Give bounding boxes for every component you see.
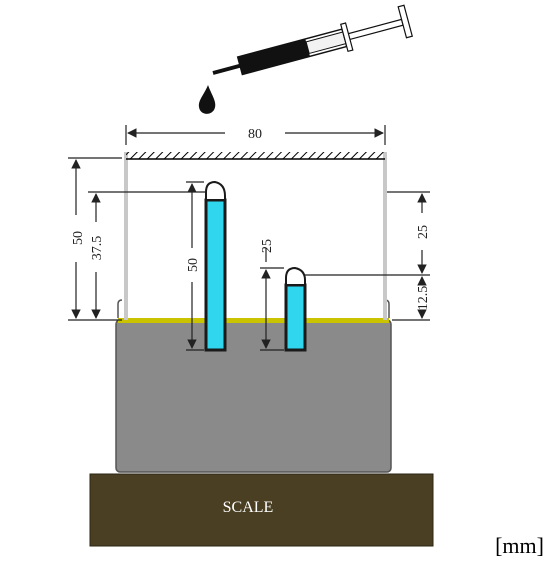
short-tube-height-label: 25	[260, 239, 275, 253]
upper-gap-label: 25	[416, 225, 431, 239]
liquid-bath	[115, 319, 392, 473]
container-rim-left	[117, 299, 123, 318]
scale-label: SCALE	[223, 499, 274, 516]
syringe-icon	[212, 4, 413, 76]
liquid-surface	[118, 318, 389, 323]
tall-tube	[204, 180, 227, 352]
short-tube	[284, 266, 307, 352]
width-dimension-label: 80	[248, 127, 262, 142]
overall-height-label: 50	[71, 231, 86, 245]
units-label: [mm]	[495, 533, 544, 558]
tall-tube-height-label: 50	[186, 258, 201, 272]
liquid-drop-icon	[198, 85, 216, 114]
scale-base	[89, 473, 434, 547]
inner-height-label: 37.5	[90, 236, 105, 261]
lower-gap-label: 12.5	[416, 286, 431, 311]
chamber-lid-hatch	[126, 152, 385, 159]
